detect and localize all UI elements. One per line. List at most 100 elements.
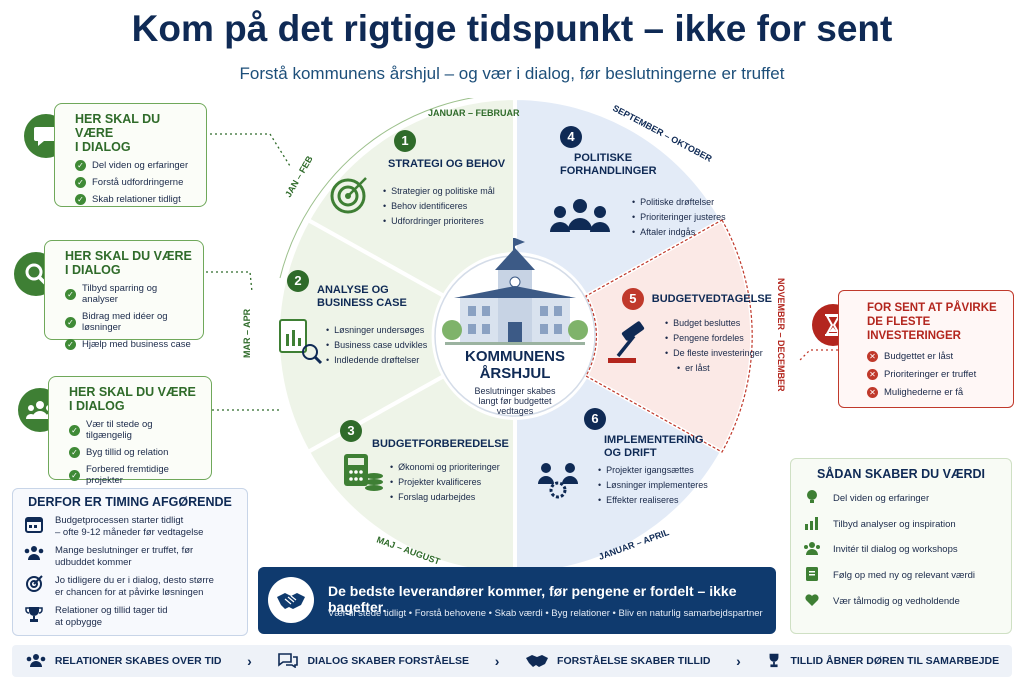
segment-2-title-line2: BUSINESS CASE [317,297,407,309]
list-item: Løsninger undersøges [326,325,446,335]
banner-subtitle: Vær til stede tidligt • Forstå behovene … [328,608,763,619]
people-icon [23,545,45,566]
segment-1-number: 1 [394,130,416,152]
list-item: Politiske drøftelser [632,197,762,207]
handshake-icon [525,652,549,671]
people-icon [25,653,47,670]
segment-4-number: 4 [560,126,582,148]
list-item: Forslag udarbejdes [390,492,520,502]
wheel-center-text-line1: Beslutninger skabes [474,386,556,396]
list-item: ✓Bidrag med idéer og løsninger [65,311,193,333]
list-item: Indledende drøftelser [326,355,446,365]
segment-2-number: 2 [287,270,309,292]
segment-5-list: Budget besluttes Pengene fordeles De fle… [665,318,785,378]
segment-5-number: 5 [622,288,644,310]
list-item: Strategier og politiske mål [383,186,513,196]
gavel-icon [608,321,645,363]
bottom-item-3: FORSTÅELSE SKABER TILLID [525,652,710,671]
target-icon [23,575,45,598]
list-item: Effekter realiseres [598,495,728,505]
wheel-center-text-line2: langt før budgettet [478,396,552,406]
segment-3-list: Økonomi og prioriteringer Projekter kval… [390,462,520,507]
list-item: Økonomi og prioriteringer [390,462,520,472]
period-label-mar-apr: MAR – APR [242,308,252,358]
check-icon: ✓ [69,447,80,458]
value-item: Del viden og erfaringer [803,489,999,508]
segment-1-title: STRATEGI OG BEHOV [388,158,506,170]
segment-1: 1 STRATEGI OG BEHOV [388,130,518,171]
wheel-center-title-line1: KOMMUNENS [465,348,565,365]
value-box: SÅDAN SKABER DU VÆRDI Del viden og erfar… [790,458,1012,634]
handshake-icon [268,577,314,623]
timing-box: DERFOR ER TIMING AFGØRENDE Budgetprocess… [12,488,248,636]
x-icon: ✕ [867,351,878,362]
wheel-center-text: KOMMUNENS ÅRSHJUL Beslutninger skabes la… [440,348,590,416]
report-icon [279,319,323,365]
bottom-item-1: RELATIONER SKABES OVER TID [25,653,221,670]
list-item: Løsninger implementeres [598,480,728,490]
segment-4-title-line2: FORHANDLINGER [560,165,657,177]
value-title: SÅDAN SKABER DU VÆRDI [816,467,986,481]
list-item: Aftaler indgås [632,227,762,237]
list-item: Udfordringer prioriteres [383,216,513,226]
list-item: Projekter kvalificeres [390,477,520,487]
check-icon: ✓ [69,469,80,481]
list-item: ✕Prioriteringer er truffet [867,369,1001,380]
list-item: Behov identificeres [383,201,513,211]
check-icon: ✓ [65,288,76,300]
list-item: ✓Vær til stede og tilgængelig [69,419,201,441]
heart-icon [803,593,821,610]
check-icon: ✓ [75,160,86,171]
bottom-bar: RELATIONER SKABES OVER TID › DIALOG SKAB… [12,645,1012,677]
list-item: ✕Budgettet er låst [867,351,1001,362]
bottom-item-4: TILLID ÅBNER DØREN TIL SAMARBEJDE [766,652,999,671]
segment-5-title: BUDGETVEDTAGELSE [651,292,772,305]
segment-4-list: Politiske drøftelser Prioriteringer just… [632,197,762,242]
check-icon: ✓ [65,316,76,328]
segment-4-title-line1: POLITISKE [574,152,633,164]
page-subtitle: Forstå kommunens årshjul – og vær i dial… [239,64,785,83]
list-item: Pengene fordeles [665,333,785,343]
segment-6-number: 6 [584,408,606,430]
segment-6-title-line2: OG DRIFT [604,447,657,459]
timing-row: Jo tidligere du er i dialog, desto størr… [23,575,237,599]
value-item: Følg op med ny og relevant værdi [803,566,999,585]
chevron-right-icon: › [736,653,741,669]
list-item: Business case udvikles [326,340,446,350]
list-item: ✓Tilbyd sparring og analyser [65,283,193,305]
timing-row: Budgetprocessen starter tidligt– ofte 9-… [23,515,237,539]
check-icon: ✓ [75,194,86,205]
list-item: ✕Mulighederne er få [867,387,1001,398]
trophy-icon [23,605,45,628]
lightbulb-icon [803,489,821,508]
segment-1-shape [305,98,517,299]
bottom-item-2: DIALOG SKABER FORSTÅELSE [277,652,469,671]
team-gear-icon [538,463,578,499]
check-icon: ✓ [75,177,86,188]
wheel-center-text-line3: vedtages [496,406,534,416]
document-icon [803,566,821,585]
segment-6-title-line1: IMPLEMENTERING [604,434,704,446]
check-icon: ✓ [65,339,76,350]
list-item: ✓Forstå udfordringerne [75,177,196,188]
x-icon: ✕ [867,369,878,380]
politicians-icon [550,199,610,232]
segment-4: 4 POLITISKE FORHANDLINGER [560,126,690,178]
calculator-icon [344,454,383,491]
town-hall-icon [442,238,588,345]
list-item: Budget besluttes [665,318,785,328]
segment-2-shape [275,217,447,455]
segment-5: 5 BUDGETVEDTAGELSE [622,288,772,310]
list-item: ✓Del viden og erfaringer [75,160,196,171]
segment-3-title: BUDGETFORBEREDELSE [372,438,509,450]
chevron-right-icon: › [247,653,252,669]
target-icon [330,177,367,214]
period-label-jan-feb-top: JANUAR – FEBRUAR [428,108,520,118]
trophy-icon [766,652,782,671]
list-item: ✓Byg tillid og relation [69,447,201,458]
